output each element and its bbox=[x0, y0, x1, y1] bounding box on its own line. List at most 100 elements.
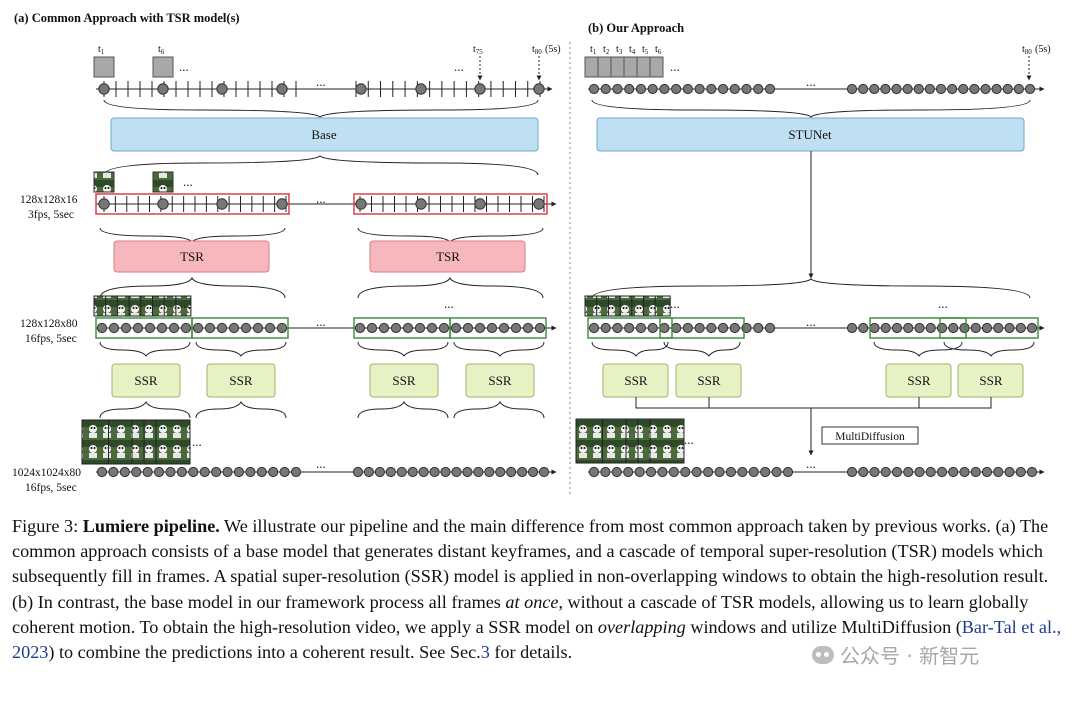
frame-node bbox=[600, 83, 611, 95]
ssr-model-box bbox=[111, 363, 181, 398]
frame-node bbox=[991, 83, 1002, 95]
caption-text: ) to combine the predictions into a cohe… bbox=[48, 642, 481, 663]
frame-node bbox=[517, 466, 528, 478]
frame-node bbox=[462, 466, 473, 478]
ssr-label: SSR bbox=[488, 373, 511, 388]
frame-node bbox=[623, 466, 634, 478]
section-link[interactable]: 3 bbox=[480, 642, 490, 663]
merge-lines bbox=[635, 397, 992, 409]
brace bbox=[99, 341, 191, 357]
frame-node bbox=[981, 322, 993, 334]
ellipsis: ... bbox=[179, 59, 189, 74]
frame-node bbox=[418, 466, 429, 478]
frame-node bbox=[729, 83, 740, 95]
ellipsis: ... bbox=[183, 174, 193, 189]
frame-node bbox=[924, 83, 935, 95]
timeline-keyframes bbox=[96, 81, 553, 97]
frame-node bbox=[771, 466, 782, 478]
tsr-model-box-left bbox=[113, 240, 270, 273]
frame-node bbox=[588, 466, 600, 478]
frame-node bbox=[1026, 466, 1038, 478]
frame-node bbox=[869, 466, 880, 478]
frame-node bbox=[486, 322, 498, 334]
ssr-label: SSR bbox=[624, 373, 647, 388]
brace bbox=[103, 99, 539, 118]
frame-node bbox=[969, 83, 980, 95]
frame-node bbox=[925, 322, 936, 334]
brace bbox=[99, 276, 286, 299]
frame-node bbox=[846, 83, 858, 95]
frame-node bbox=[538, 466, 550, 478]
timeline-hires bbox=[588, 466, 1045, 478]
frame-node bbox=[374, 466, 385, 478]
frame-node bbox=[725, 466, 737, 478]
time-label-t80: t80 bbox=[1022, 44, 1032, 56]
frame-node bbox=[144, 322, 156, 334]
frame-node bbox=[132, 322, 144, 334]
frame-node bbox=[891, 83, 902, 95]
frame-node bbox=[741, 83, 752, 95]
frame-node bbox=[869, 322, 880, 334]
frame-node bbox=[276, 83, 288, 95]
frame-node bbox=[600, 466, 611, 478]
frame-node bbox=[914, 466, 925, 478]
frame-node bbox=[858, 466, 869, 478]
brace bbox=[99, 227, 286, 243]
frame-node bbox=[634, 466, 645, 478]
frame-node bbox=[645, 466, 657, 478]
frame-node bbox=[764, 322, 776, 334]
ssr-window-overlapping bbox=[939, 317, 1039, 339]
frame-node bbox=[429, 466, 440, 478]
ellipsis: ... bbox=[806, 74, 816, 89]
frame-node bbox=[96, 466, 108, 478]
frame-node bbox=[1013, 83, 1024, 95]
brace bbox=[195, 341, 287, 357]
frame-node bbox=[156, 322, 168, 334]
brace bbox=[943, 341, 1035, 357]
frame-node bbox=[858, 322, 869, 334]
frame-node bbox=[947, 83, 958, 95]
ssr-label: SSR bbox=[979, 373, 1002, 388]
ssr-label: SSR bbox=[697, 373, 720, 388]
frame-node bbox=[1026, 322, 1038, 334]
frame-node bbox=[256, 466, 267, 478]
frame-node bbox=[891, 466, 903, 478]
frame-node bbox=[647, 83, 658, 95]
frame-node bbox=[498, 322, 510, 334]
time-label: t4 bbox=[629, 44, 636, 56]
ssr-window bbox=[191, 317, 289, 339]
brace bbox=[357, 276, 544, 299]
frame-node bbox=[1004, 322, 1015, 334]
frame-node bbox=[958, 83, 969, 95]
ssr-window-overlapping bbox=[587, 317, 673, 339]
frame-node bbox=[694, 322, 705, 334]
pipeline-figure: (a) Common Approach with TSR model(s) ..… bbox=[12, 11, 1051, 495]
frame-node bbox=[252, 322, 264, 334]
multidiffusion-box bbox=[821, 426, 919, 445]
frame-node bbox=[925, 466, 936, 478]
ssr-model-box bbox=[369, 363, 439, 398]
frame-node bbox=[891, 322, 903, 334]
frame-node bbox=[484, 466, 495, 478]
frame-node bbox=[438, 322, 450, 334]
frame-node bbox=[706, 83, 717, 95]
citation-link[interactable]: Bar-Tal et al., 2023 bbox=[12, 616, 1062, 663]
frame-node bbox=[192, 322, 204, 334]
frame-node bbox=[451, 466, 462, 478]
frame-node bbox=[668, 466, 679, 478]
frame-node bbox=[180, 322, 192, 334]
caption-text: , without a cascade of TSR models, allow… bbox=[12, 591, 1029, 637]
ellipsis: ... bbox=[316, 74, 326, 89]
brace bbox=[453, 341, 545, 357]
ssr-model-box bbox=[465, 363, 535, 398]
frame-node bbox=[714, 466, 725, 478]
frame-node bbox=[276, 322, 288, 334]
ellipsis: ... bbox=[192, 434, 202, 449]
frame-node bbox=[204, 322, 216, 334]
time-label-t1: t1 bbox=[98, 44, 105, 56]
ssr-window-overlapping bbox=[869, 317, 967, 339]
caption-emphasis: overlapping bbox=[597, 616, 686, 637]
ssr-label: SSR bbox=[134, 373, 157, 388]
frame-node bbox=[211, 466, 222, 478]
